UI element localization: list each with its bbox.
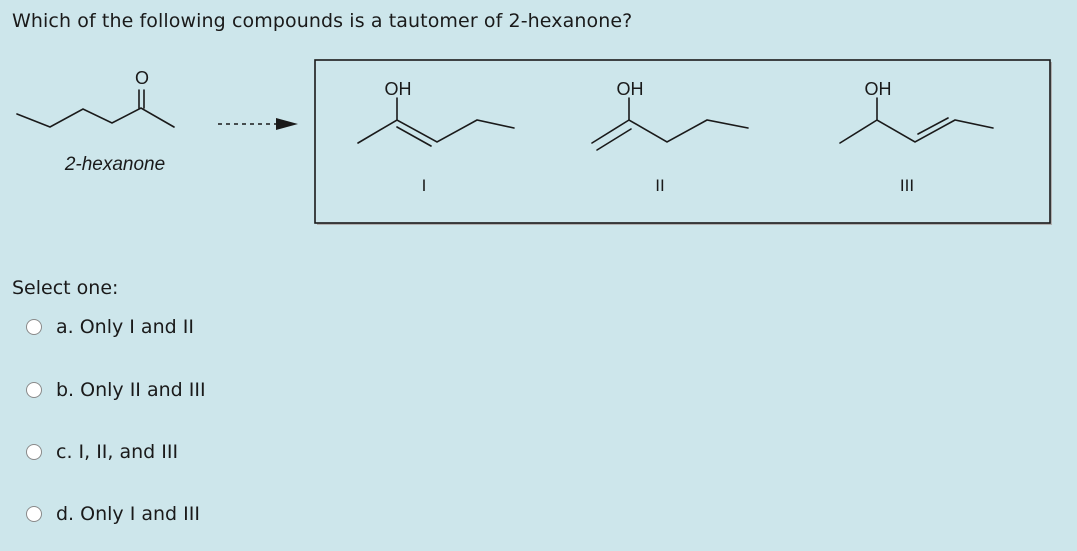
option-b-radio[interactable] (26, 382, 42, 398)
option-b-label[interactable]: b. Only II and III (56, 379, 206, 401)
product-1-numeral: I (422, 176, 427, 195)
reaction-figure: O 2-hexanone OH I OH II (0, 0, 1077, 240)
product-2-structure (591, 97, 749, 151)
product-3-structure (839, 97, 994, 144)
option-c[interactable]: c. I, II, and III (26, 439, 178, 465)
product-3-oh-label: OH (865, 79, 892, 99)
option-b[interactable]: b. Only II and III (26, 377, 206, 403)
reactant-oxygen-label: O (135, 68, 149, 88)
product-3-numeral: III (900, 176, 914, 195)
product-1-structure (357, 97, 515, 147)
option-c-label[interactable]: c. I, II, and III (56, 441, 179, 463)
select-one-prompt: Select one: (12, 277, 119, 299)
product-1-chain (357, 119, 515, 144)
option-d-radio[interactable] (26, 506, 42, 522)
product-3-double-bond (917, 117, 949, 135)
product-3-chain (839, 119, 994, 144)
reactant-2-hexanone (16, 89, 175, 128)
reactant-name: 2-hexanone (64, 154, 165, 175)
hexanone-chain (16, 107, 175, 128)
option-c-radio[interactable] (26, 444, 42, 460)
question-text: Which of the following compounds is a ta… (12, 10, 633, 32)
product-1-double-bond (396, 126, 432, 147)
option-d-label[interactable]: d. Only I and III (56, 503, 200, 525)
product-2-double-bond (596, 128, 632, 151)
product-2-oh-label: OH (617, 79, 644, 99)
option-a-radio[interactable] (26, 319, 42, 335)
reaction-figure-svg: O 2-hexanone OH I OH II (16, 59, 1052, 225)
dashed-arrow (218, 118, 298, 130)
product-2-chain (591, 119, 749, 144)
option-d[interactable]: d. Only I and III (26, 501, 200, 527)
option-a[interactable]: a. Only I and II (26, 314, 194, 340)
product-1-oh-label: OH (385, 79, 412, 99)
product-2-numeral: II (655, 176, 664, 195)
option-a-label[interactable]: a. Only I and II (56, 316, 194, 338)
product-box (314, 59, 1051, 224)
